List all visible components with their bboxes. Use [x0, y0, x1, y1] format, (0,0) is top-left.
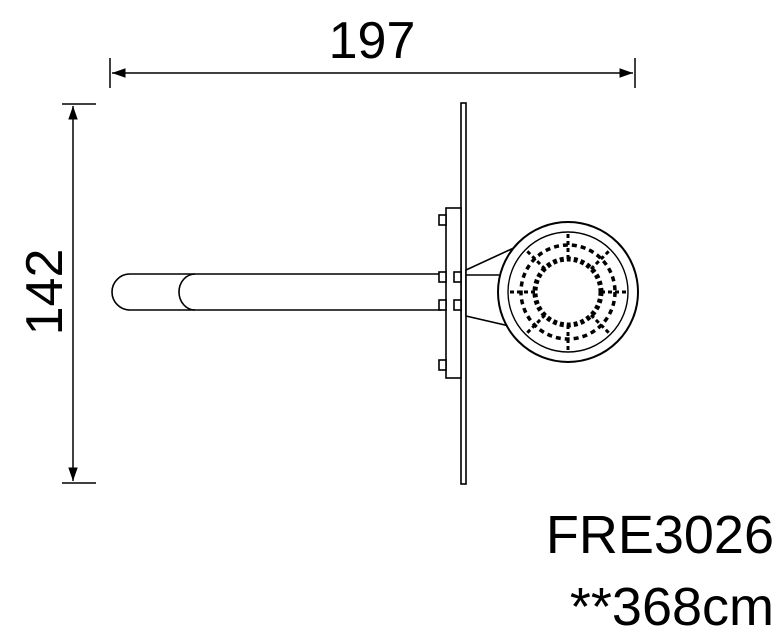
height-note: **368cm [569, 577, 774, 637]
support-arm [111, 273, 442, 311]
bolt-icon [438, 214, 447, 371]
width-value: 197 [329, 12, 416, 70]
height-dimension: 142 [16, 103, 96, 484]
height-value: 142 [16, 249, 74, 336]
mounting-plate [438, 207, 462, 379]
model-code: FRE3026 [545, 505, 774, 565]
width-dimension: 197 [109, 12, 636, 88]
hoop-net [497, 221, 639, 363]
